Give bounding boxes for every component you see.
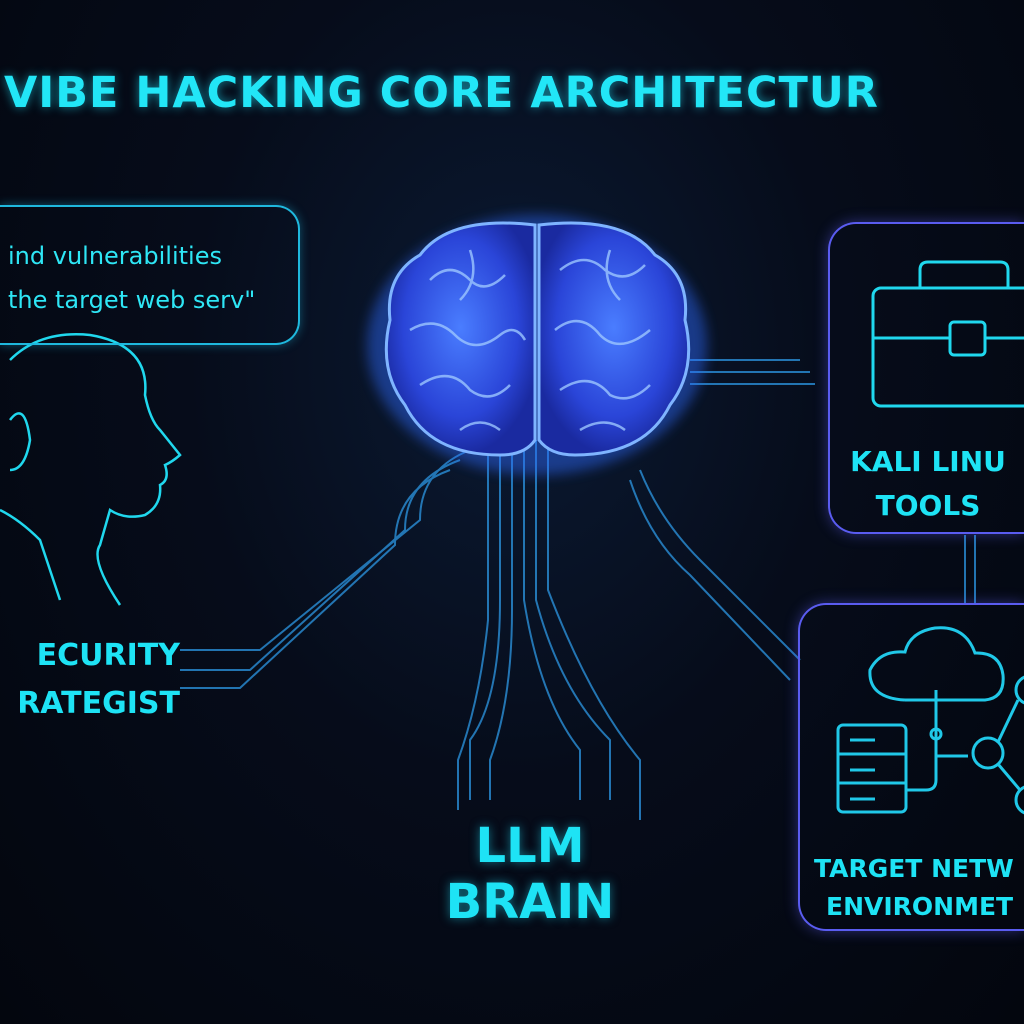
llm-brain-line-1: LLM xyxy=(475,818,585,874)
brain-icon xyxy=(367,215,707,475)
person-head-icon xyxy=(0,333,182,606)
network-icon xyxy=(836,626,1024,815)
security-strategist-label: ECURITY RATEGIST xyxy=(0,632,180,728)
security-strategist-line-1: ECURITY xyxy=(36,638,180,673)
target-network-line-1: TARGET NETW xyxy=(814,854,1014,883)
server-icon xyxy=(836,723,908,814)
security-strategist-line-2: RATEGIST xyxy=(17,686,180,721)
llm-brain-line-2: BRAIN xyxy=(445,874,615,930)
cloud-icon xyxy=(868,626,1005,702)
kali-tools-line-2: TOOLS xyxy=(875,489,981,522)
target-network-line-2: ENVIRONMET xyxy=(826,892,1014,921)
prompt-speech-bubble xyxy=(0,205,300,345)
toolbox-icon xyxy=(871,260,1024,408)
target-network-label: TARGET NETW ENVIRONMET xyxy=(814,850,1014,926)
page-title: VIBE HACKING CORE ARCHITECTUR xyxy=(4,68,879,118)
target-network-box xyxy=(798,603,1024,931)
prompt-line-2: the target web serv" xyxy=(8,286,256,314)
kali-tools-label: KALI LINU TOOLS xyxy=(838,440,1018,528)
prompt-line-1: ind vulnerabilities xyxy=(8,242,222,270)
circuit-traces xyxy=(180,359,976,820)
prompt-text: ind vulnerabilities the target web serv" xyxy=(8,234,255,322)
kali-tools-box xyxy=(828,222,1024,534)
llm-brain-label: LLM BRAIN xyxy=(430,818,630,930)
kali-tools-line-1: KALI LINU xyxy=(850,445,1006,478)
